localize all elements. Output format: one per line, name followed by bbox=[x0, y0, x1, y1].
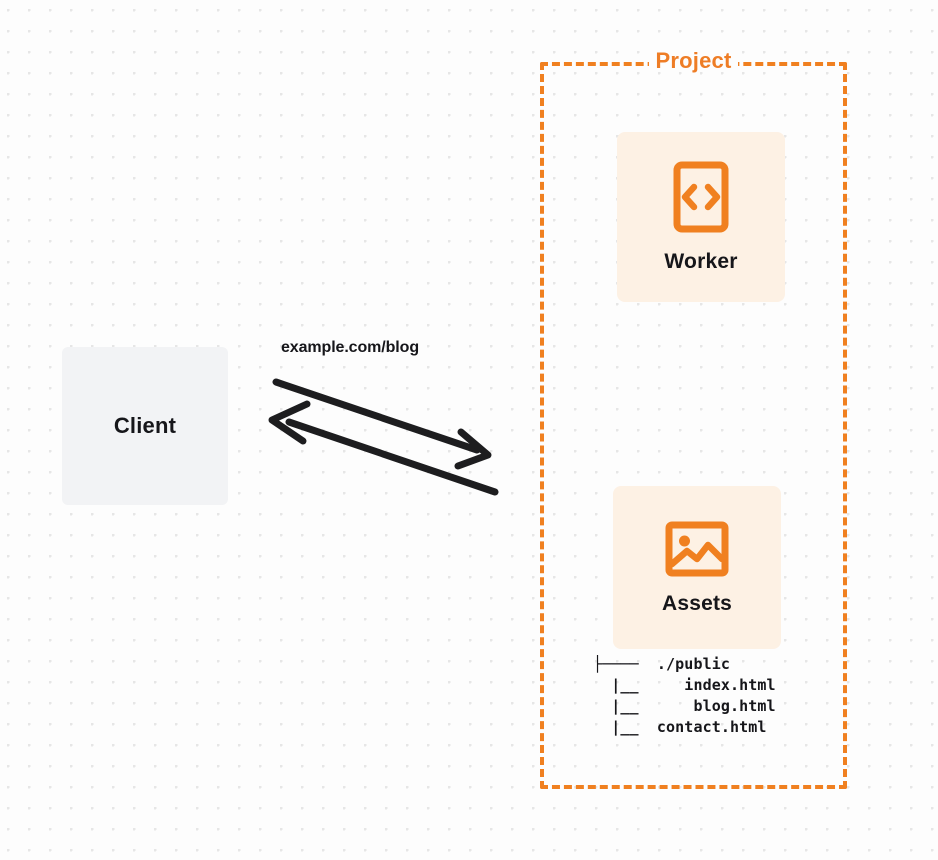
code-brackets-icon bbox=[670, 160, 732, 234]
response-arrow bbox=[268, 400, 499, 496]
edge-label-url: example.com/blog bbox=[281, 339, 419, 356]
worker-node-label: Worker bbox=[664, 250, 738, 273]
assets-file-tree: ├──── ./public |__ index.html |__ blog.h… bbox=[593, 655, 776, 736]
image-icon bbox=[664, 520, 730, 578]
assets-node[interactable]: Assets bbox=[613, 486, 781, 649]
client-node-label: Client bbox=[113, 413, 177, 438]
project-title: Project bbox=[648, 50, 739, 72]
assets-node-label: Assets bbox=[661, 591, 733, 615]
project-container: Project Worker Assets bbox=[540, 50, 847, 789]
request-arrow bbox=[272, 378, 492, 470]
worker-node[interactable]: Worker bbox=[617, 132, 785, 302]
client-node[interactable]: Client bbox=[62, 347, 228, 505]
